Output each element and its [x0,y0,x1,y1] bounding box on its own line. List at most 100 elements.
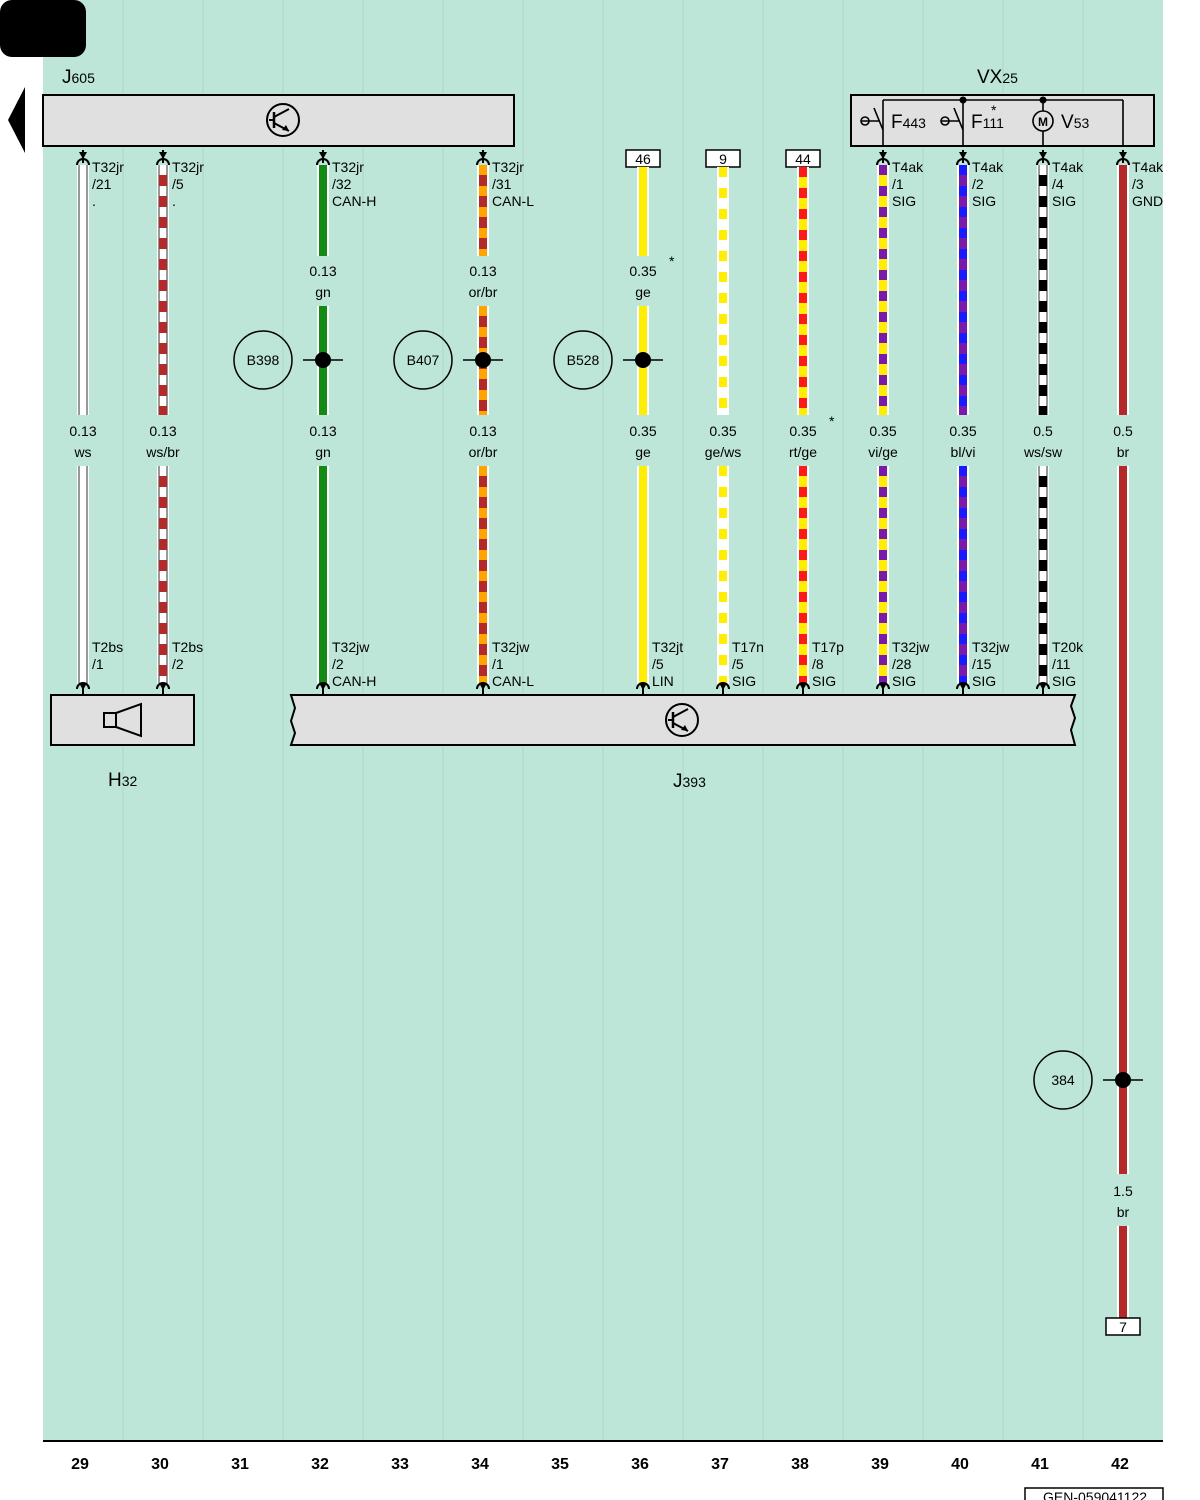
wire-stripe [719,644,727,655]
bottom-pin-label: /2 [332,656,344,672]
wire-segment [317,165,329,256]
wire-stripe [1039,364,1047,375]
column-number: 35 [551,1456,569,1473]
bottom-pin-label: /1 [492,656,504,672]
wire-stripe [1039,322,1047,333]
top-pin-label: SIG [1052,193,1076,209]
wire-stripe [1039,560,1047,571]
top-pin-label: T4ak [972,159,1004,175]
wire-stripe [719,345,727,356]
wire-stripe [1039,539,1047,550]
wire-stripe [799,324,807,335]
vx25-junction-dot [1039,96,1047,104]
wire-stripe [479,497,487,508]
wire-stripe [799,539,807,550]
splice-dot [635,352,651,368]
splice-ref-label: B398 [247,352,280,368]
bottom-pin-label: SIG [972,673,996,689]
connector-pin-arrow [159,152,167,159]
wire-stripe [159,665,167,676]
wire-color: ws/br [145,444,180,460]
wire-stripe [479,518,487,529]
wire-stripe [1039,644,1047,655]
wire-stripe [719,539,727,550]
connector-pin-arrow [799,683,807,690]
connector-pin-arrow [639,683,647,690]
wire-stripe [959,301,967,312]
wire-stripe [799,665,807,676]
top-pin-label: /5 [172,176,184,192]
wire-size: 0.35 [629,263,656,279]
wire-stripe [719,177,727,188]
wire-segment [1037,165,1049,415]
wire-size: 0.35 [869,423,896,439]
bottom-pin-label: /5 [652,656,664,672]
wire-core [79,165,87,415]
wire-stripe [1039,385,1047,396]
wire-size: 0.35 [709,423,736,439]
wire-segment [477,466,489,684]
wire-stripe [959,497,967,508]
bottom-pin-label: T32jt [652,639,683,655]
wire-stripe [879,217,887,228]
wire-stripe [959,560,967,571]
wire-stripe [959,602,967,613]
bottom-pin-label: T32jw [892,639,930,655]
wire-color: rt/ge [789,444,817,460]
wire-stripe [479,476,487,487]
connector-pin-arrow [1039,152,1047,159]
bottom-pin-label: T32jw [492,639,530,655]
wire-stripe [159,175,167,186]
wire-stripe [159,217,167,228]
wire-segment [1117,466,1129,1174]
wire-size: 0.13 [69,423,96,439]
top-pin-label: . [172,193,176,209]
vx25-junction-dot [959,96,967,104]
splice-ref-label: B407 [407,352,440,368]
wire-stripe [879,238,887,249]
wire-size: 0.35 [629,423,656,439]
wire-stripe [879,175,887,186]
vx25-internal-wiring [882,99,1124,146]
wire-stripe [879,476,887,487]
wire-stripe [879,385,887,396]
top-pin-label: CAN-H [332,193,376,209]
wire-stripe [159,602,167,613]
connector-pin-arrow [879,152,887,159]
wire-segment [717,466,729,684]
wire-segment [477,165,489,256]
top-pin-label: /3 [1132,176,1144,192]
previous-page-arrow[interactable] [8,87,25,153]
wire-color: br [1117,1204,1130,1220]
wire-stripe [1039,238,1047,249]
bottom-pin-label: T32jw [972,639,1010,655]
wire-stripe [479,400,487,411]
column-number: 31 [231,1456,249,1473]
wire-core [479,466,487,684]
wire-stripe [719,408,727,415]
wire-segment [717,167,729,415]
wire-core [959,466,967,684]
top-pin-label: SIG [972,193,996,209]
bottom-pin-label: T17n [732,639,764,655]
wire-stripe [879,343,887,354]
motor-icon: M [1032,110,1054,132]
wire-stripe [159,280,167,291]
bottom-pin-label: LIN [652,673,674,689]
footer-code: GEN-059041122 [1043,1489,1147,1500]
wire-size: 0.13 [469,423,496,439]
wire-stripe [879,259,887,270]
wire-size: 0.35 [789,423,816,439]
wire-core [79,466,87,684]
wire-stripe [959,259,967,270]
wire-stripe [879,560,887,571]
wire-core [639,466,647,684]
bottom-connector-label: 7 [1119,1319,1127,1335]
bottom-pin-label: /2 [172,656,184,672]
wire-stripe [959,406,967,415]
top-pin-label: /31 [492,176,512,192]
wire-stripe [719,303,727,314]
wire-stripe [479,581,487,592]
transistor-icon [266,103,300,137]
wire-core [319,466,327,684]
